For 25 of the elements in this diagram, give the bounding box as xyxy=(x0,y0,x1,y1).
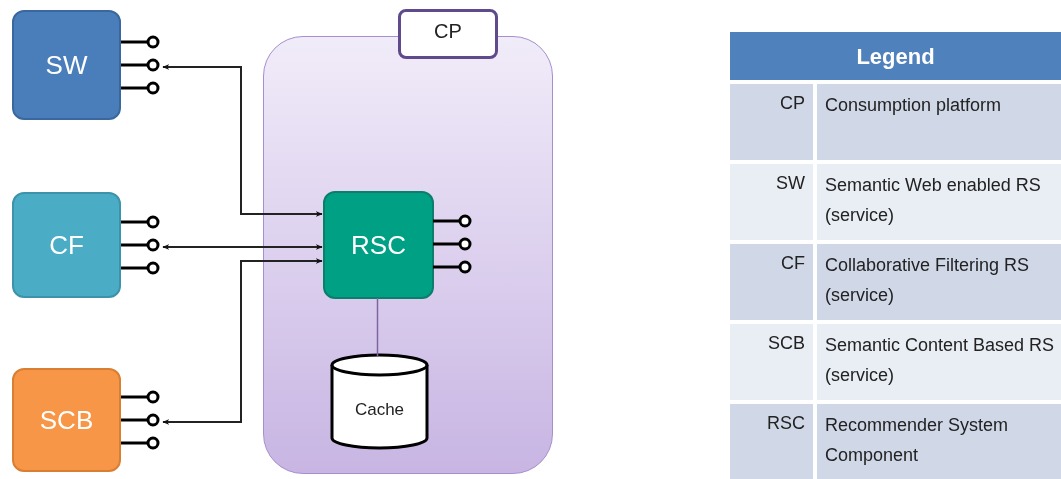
platform-tab-label: CP xyxy=(398,9,498,59)
description-cell: Consumption platform xyxy=(817,84,1061,160)
cache-label: Cache xyxy=(354,398,405,421)
service-box xyxy=(12,368,121,472)
component-box xyxy=(323,191,434,299)
description-cell: Semantic Content Based RS (service) xyxy=(817,324,1061,400)
abbreviation-cell: SW xyxy=(730,164,813,240)
node-label: SW xyxy=(45,48,88,82)
abbreviation-cell: RSC xyxy=(730,404,813,479)
service-box xyxy=(12,192,121,298)
abbreviation-cell: SCB xyxy=(730,324,813,400)
description-cell: Collaborative Filtering RS (service) xyxy=(817,244,1061,320)
legend-header: Legend xyxy=(730,32,1061,80)
arrow xyxy=(162,258,323,425)
node-label: SCB xyxy=(39,403,94,437)
node-label: RSC xyxy=(351,228,406,262)
service-box xyxy=(12,10,121,120)
description-cell: Semantic Web enabled RS (service) xyxy=(817,164,1061,240)
connector-line xyxy=(376,297,379,358)
arrow xyxy=(162,244,323,250)
node-label: CF xyxy=(49,228,84,262)
abbreviation-cell: CF xyxy=(730,244,813,320)
arrow xyxy=(162,64,323,217)
description-cell: Recommender System Component xyxy=(817,404,1061,479)
abbreviation-cell: CP xyxy=(730,84,813,160)
